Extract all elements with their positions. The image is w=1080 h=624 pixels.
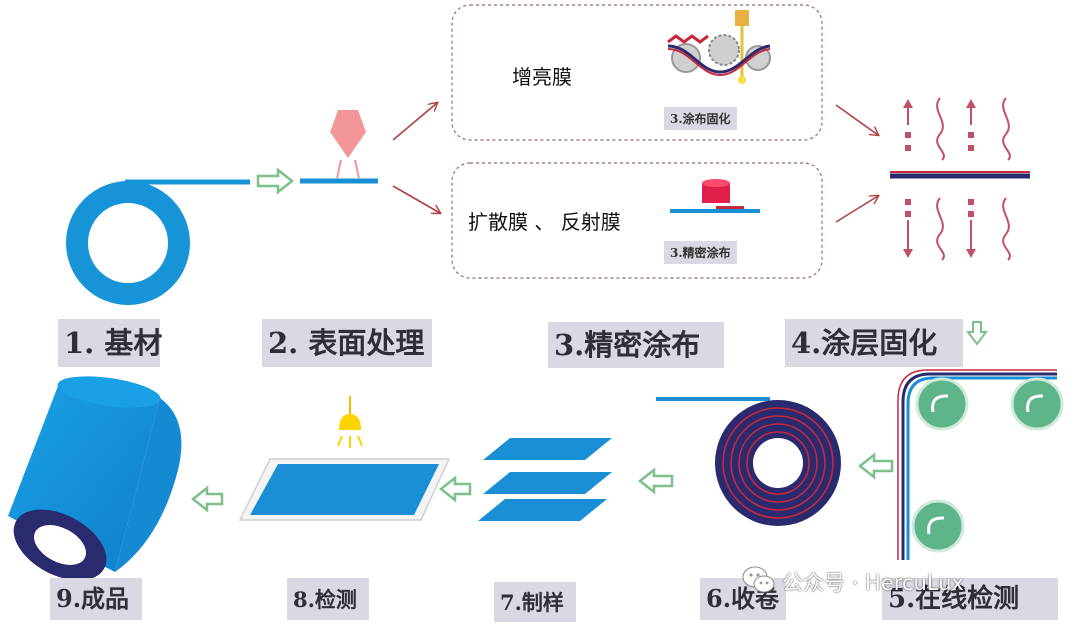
- step-1-label: 1. 基材: [58, 319, 162, 367]
- diffuser-reflector-title: 扩散膜 、 反射膜: [468, 210, 621, 234]
- arrow-to-top-box: [392, 103, 437, 141]
- watermark-text: 公众号 · HercuLux: [782, 571, 964, 595]
- coating-curing-illustration: [890, 97, 1030, 261]
- coating-curing-machine: [667, 10, 771, 84]
- hollow-arrow-left-icon: [637, 467, 674, 495]
- surface-treatment-nozzle: [300, 110, 378, 184]
- step-4-label: 4.涂层固化: [785, 319, 963, 367]
- step-6-label: 6.收卷: [700, 578, 786, 620]
- finished-product-roll: [8, 376, 182, 581]
- hollow-arrow-left-icon: [857, 452, 894, 480]
- hollow-arrow-left-icon: [438, 475, 472, 503]
- step-5-label: 5.在线检测: [882, 578, 1058, 620]
- coating-curing-caption: 3.涂布固化: [664, 107, 737, 130]
- hollow-arrow-left-icon: [190, 485, 224, 513]
- hollow-arrow-icon: [256, 167, 295, 195]
- brightness-film-box: [451, 4, 823, 141]
- arrow-bottom-to-curing: [835, 196, 878, 223]
- brightness-film-title: 增亮膜: [512, 65, 572, 89]
- step-2-label: 2. 表面处理: [262, 319, 432, 367]
- step-8-label: 8.检测: [287, 578, 369, 620]
- arrow-top-to-curing: [835, 104, 878, 135]
- step-9-label: 9.成品: [50, 578, 142, 620]
- step-7-label: 7.制样: [494, 582, 576, 622]
- wechat-icon: [742, 565, 776, 595]
- precision-coating-head: [670, 179, 760, 213]
- arrow-to-bottom-box: [392, 185, 440, 213]
- sample-sheets: [478, 438, 612, 521]
- precision-coating-caption: 3.精密涂布: [664, 241, 737, 264]
- online-inspection-rollers: [897, 369, 1064, 560]
- substrate-roll: [66, 179, 250, 305]
- inspection-lamp-icon: [337, 396, 363, 448]
- inspection-sheet: [238, 458, 451, 521]
- hollow-arrow-down-icon: [966, 321, 988, 346]
- step-3-label: 3.精密涂布: [548, 322, 724, 368]
- winding-roll: [656, 397, 841, 526]
